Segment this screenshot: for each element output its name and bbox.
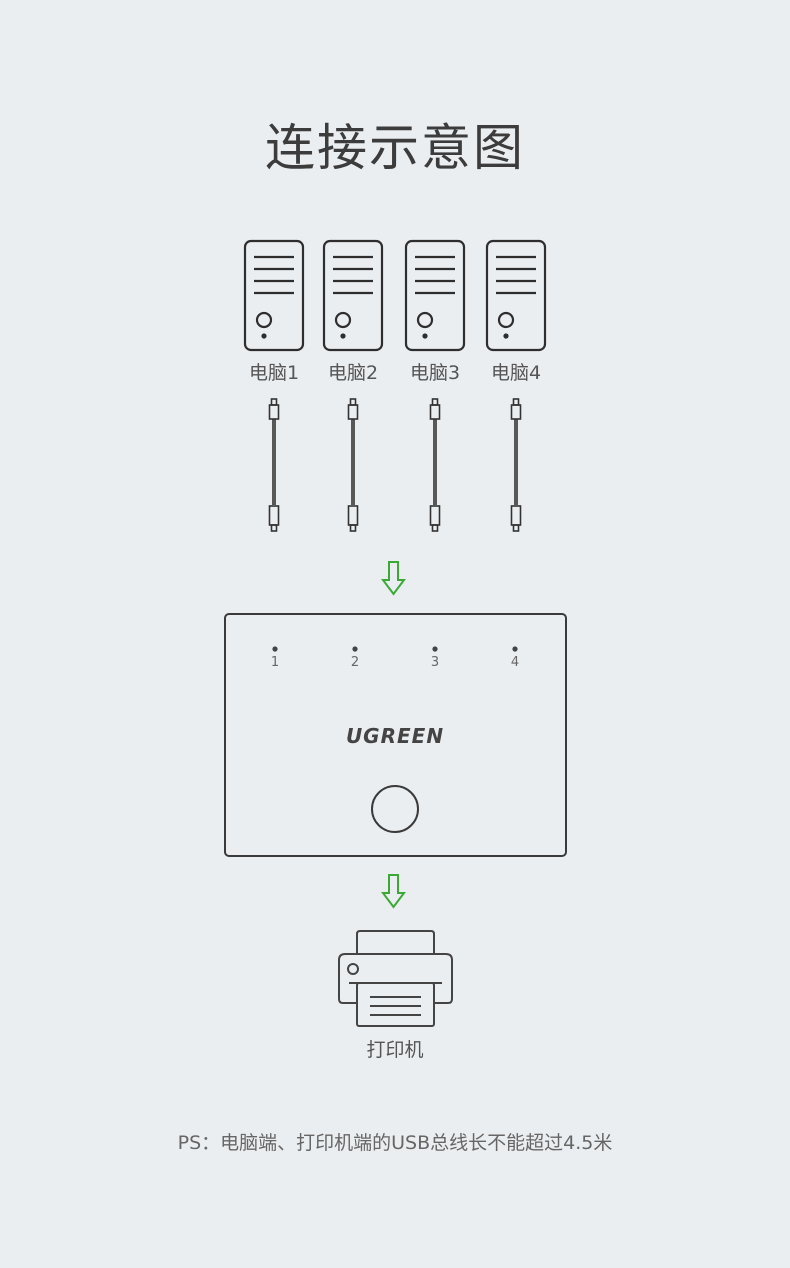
- usb-cable-icon: [347, 398, 359, 532]
- port-number-3: 3: [430, 655, 440, 670]
- port-indicator-leds: [272, 646, 518, 652]
- computer-label-3: 电脑3: [409, 362, 461, 384]
- port-number-4: 4: [510, 655, 520, 670]
- footnote: PS：电脑端、打印机端的USB总线长不能超过4.5米: [177, 1132, 613, 1154]
- port-number-2: 2: [350, 655, 360, 670]
- computer-label-2: 电脑2: [327, 362, 379, 384]
- page-title: 连接示意图: [265, 119, 525, 177]
- usb-cable-icon: [429, 398, 441, 532]
- computer-tower-icon: [404, 239, 466, 352]
- arrow-down-icon: [381, 561, 406, 596]
- arrow-down-icon: [381, 874, 406, 909]
- printer-icon: [338, 930, 453, 1027]
- computer-tower-icon: [485, 239, 547, 352]
- usb-cable-icon: [268, 398, 280, 532]
- printer-label: 打印机: [366, 1039, 424, 1061]
- port-number-1: 1: [270, 655, 280, 670]
- computer-label-4: 电脑4: [490, 362, 542, 384]
- usb-switch-device: [224, 613, 567, 857]
- ugreen-logo: UGREEN: [345, 724, 445, 748]
- computer-tower-icon: [243, 239, 305, 352]
- computer-label-1: 电脑1: [248, 362, 300, 384]
- usb-cable-icon: [510, 398, 522, 532]
- switch-button: [371, 785, 419, 833]
- computer-tower-icon: [322, 239, 384, 352]
